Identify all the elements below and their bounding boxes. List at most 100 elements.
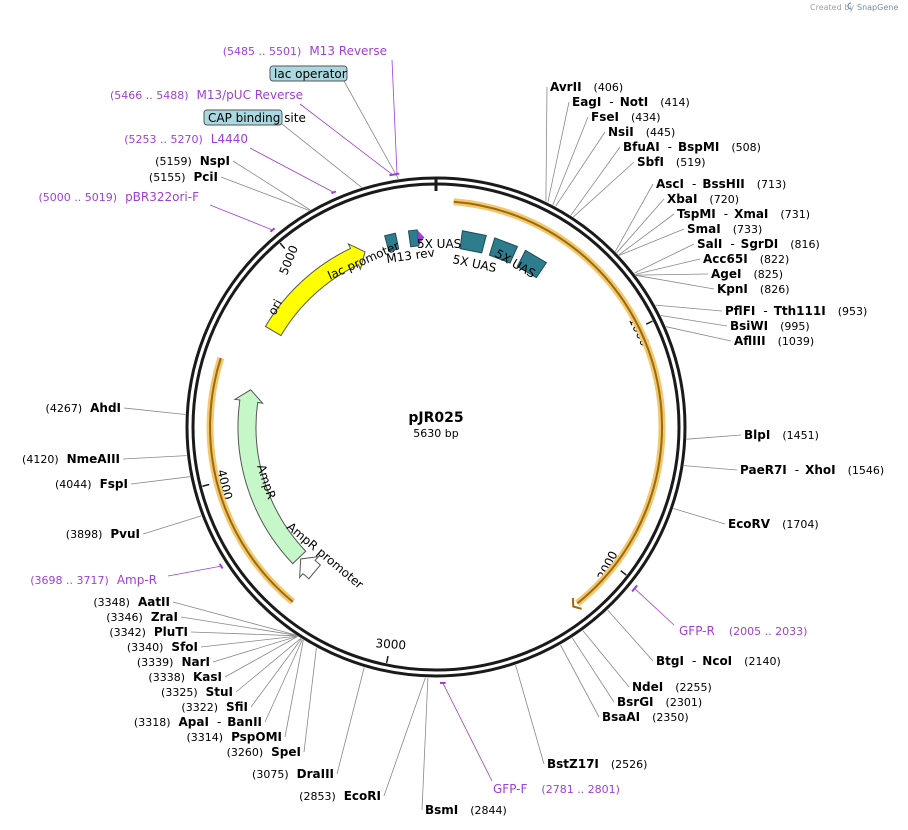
enzyme-name-ecorv: EcoRV bbox=[728, 517, 771, 531]
enzyme-label-fspi[interactable]: (4044)FspI bbox=[55, 477, 128, 491]
primer-name-gfp-f: GFP-F bbox=[493, 782, 528, 796]
enzyme-leader-nspi bbox=[232, 160, 311, 211]
enzyme-label-tspmi[interactable]: TspMI-XmaI(731) bbox=[677, 207, 810, 221]
primer-mark-gfp-r bbox=[631, 584, 638, 593]
primer-label-m13-puc-reverse: (5466 .. 5488)M13/pUC Reverse bbox=[110, 88, 303, 102]
enzyme-label-sfoi[interactable]: (3340)SfoI bbox=[127, 640, 198, 654]
enzyme-position-btgi: (2140) bbox=[744, 655, 781, 668]
enzyme-label-smai[interactable]: SmaI(733) bbox=[687, 222, 762, 236]
enzyme-label-nari[interactable]: (3339)NarI bbox=[137, 655, 210, 669]
enzyme-leader-pluti bbox=[190, 631, 297, 637]
enzyme-separator: - bbox=[217, 715, 221, 729]
enzyme-label-bfuai[interactable]: BfuAI-BspMI(508) bbox=[623, 140, 761, 154]
enzyme-name-blpi: BlpI bbox=[744, 428, 770, 442]
enzyme-label-acc65i[interactable]: Acc65I(822) bbox=[703, 252, 789, 266]
enzyme-leader-paer7i bbox=[683, 465, 738, 471]
enzyme-label-avrii[interactable]: AvrII(406) bbox=[550, 80, 623, 94]
primer-marks bbox=[218, 172, 638, 684]
enzyme-label-btgi[interactable]: BtgI-NcoI(2140) bbox=[656, 654, 781, 668]
tick-mark-1000 bbox=[645, 320, 653, 325]
enzyme-position-ecorv: (1704) bbox=[782, 518, 819, 531]
created-by-label: Created by bbox=[810, 3, 854, 12]
primer-name-amp-r: Amp-R bbox=[117, 573, 157, 587]
enzyme-label-nspi[interactable]: (5159)NspI bbox=[155, 154, 230, 168]
feature-arrows bbox=[206, 198, 666, 610]
enzyme-leader-ecori bbox=[383, 677, 426, 797]
enzyme-label-pspomi[interactable]: (3314)PspOMI bbox=[186, 730, 282, 744]
enzyme-position-pvui: (3898) bbox=[66, 528, 103, 541]
enzyme-label-sali[interactable]: SalI-SgrDI(816) bbox=[697, 237, 820, 251]
enzyme-name-eagi: EagI bbox=[572, 95, 601, 109]
lac-operator-box: lac operator bbox=[269, 65, 348, 82]
enzyme-separator: - bbox=[692, 177, 696, 191]
cap-binding-site-leader bbox=[281, 123, 362, 188]
enzyme-label-stui[interactable]: (3325)StuI bbox=[161, 685, 233, 699]
enzyme-label-nsii[interactable]: NsiI(445) bbox=[608, 125, 675, 139]
enzyme-label-ahdi[interactable]: (4267)AhdI bbox=[46, 401, 121, 415]
enzyme-label-sbfi[interactable]: SbfI(519) bbox=[637, 155, 706, 169]
uas-label-1: 5X UAS bbox=[417, 237, 461, 251]
primer-label-gfp-f: GFP-F(2781 .. 2801) bbox=[493, 782, 620, 796]
enzyme-label-asci[interactable]: AscI-BssHII(713) bbox=[656, 177, 786, 191]
enzyme-label-afliii[interactable]: AflIII(1039) bbox=[734, 334, 814, 348]
enzyme-name-pluti: PluTI bbox=[154, 625, 188, 639]
enzyme-name-pflfi: PflFI bbox=[725, 304, 755, 318]
enzyme-label-bsaai[interactable]: BsaAI(2350) bbox=[602, 710, 689, 724]
enzyme-label-ecori[interactable]: (2853)EcoRI bbox=[299, 789, 381, 803]
primer-label-amp-r: (3698 .. 3717)Amp-R bbox=[30, 573, 157, 587]
enzyme-label-apai[interactable]: (3318)ApaI-BanII bbox=[134, 715, 262, 729]
enzyme-leader-smai bbox=[619, 228, 685, 256]
primer-range-m13-reverse: (5485 .. 5501) bbox=[223, 45, 302, 58]
enzyme-label-bsiwi[interactable]: BsiWI(995) bbox=[730, 319, 810, 333]
enzyme-label-paer7i[interactable]: PaeR7I-XhoI(1546) bbox=[740, 463, 884, 477]
enzyme-label-sfii[interactable]: (3322) SfiI bbox=[181, 700, 248, 714]
enzyme-name-bsaai: BsaAI bbox=[602, 710, 640, 724]
enzyme-label-pcii[interactable]: (5155)PciI bbox=[149, 170, 218, 184]
lac-promoter-block bbox=[384, 232, 400, 252]
enzyme-label-kasi[interactable]: (3338)KasI bbox=[148, 670, 222, 684]
enzyme-name-asci: AscI bbox=[656, 177, 684, 191]
enzyme-name-sfii: SfiI bbox=[226, 700, 248, 714]
primer-name-l4440: L4440 bbox=[211, 132, 248, 146]
primer-leader-amp-r bbox=[167, 565, 222, 577]
ampr-arrow bbox=[233, 389, 307, 565]
enzyme-label-bsmi[interactable]: BsmI(2844) bbox=[425, 803, 507, 817]
enzyme-label-ecorv[interactable]: EcoRV (1704) bbox=[728, 517, 819, 531]
enzyme-label-xbai[interactable]: XbaI(720) bbox=[667, 192, 739, 206]
enzyme-position-draiii: (3075) bbox=[252, 768, 289, 781]
enzyme-label-zrai[interactable]: (3346)ZraI bbox=[106, 610, 178, 624]
enzyme-leader-nari bbox=[212, 635, 298, 663]
enzyme-label-bsrgi[interactable]: BsrGI(2301) bbox=[617, 695, 702, 709]
enzyme-label-pluti[interactable]: (3342)PluTI bbox=[109, 625, 188, 639]
enzyme-label-nmeaiii[interactable]: (4120)NmeAIII bbox=[22, 452, 120, 466]
enzyme-label-pvui[interactable]: (3898)PvuI bbox=[66, 527, 140, 541]
enzyme-partner-sgrdi: SgrDI bbox=[741, 237, 779, 251]
gfp-feature-core bbox=[453, 200, 663, 605]
primer-name-m13-reverse: M13 Reverse bbox=[309, 44, 387, 58]
enzyme-partner-bsshii: BssHII bbox=[702, 177, 744, 191]
enzyme-label-fsei[interactable]: FseI(434) bbox=[591, 110, 661, 124]
enzyme-label-aatii[interactable]: (3348)AatII bbox=[93, 595, 170, 609]
enzyme-label-draiii[interactable]: (3075)DraIII bbox=[252, 767, 334, 781]
enzyme-partner-xmai: XmaI bbox=[734, 207, 768, 221]
enzyme-name-avrii: AvrII bbox=[550, 80, 582, 94]
enzyme-label-spei[interactable]: (3260)SpeI bbox=[227, 745, 301, 759]
enzyme-label-blpi[interactable]: BlpI(1451) bbox=[744, 428, 819, 442]
primer-leader-gfp-f bbox=[442, 682, 493, 782]
enzyme-label-ndei[interactable]: NdeI(2255) bbox=[632, 680, 712, 694]
enzyme-label-agei[interactable]: AgeI(825) bbox=[711, 267, 783, 281]
enzyme-label-pflfi[interactable]: PflFI-Tth111I(953) bbox=[725, 304, 867, 318]
enzyme-name-zrai: ZraI bbox=[151, 610, 178, 624]
lac-operator-leader bbox=[343, 80, 399, 180]
enzyme-label-kpni[interactable]: KpnI(826) bbox=[717, 282, 790, 296]
enzyme-name-pspomi: PspOMI bbox=[231, 730, 282, 744]
primer-mark-pbr322ori-f bbox=[269, 227, 276, 233]
enzyme-separator: - bbox=[730, 237, 734, 251]
enzyme-position-sfii: (3322) bbox=[181, 701, 218, 714]
enzyme-label-eagi[interactable]: EagI-NotI(414) bbox=[572, 95, 690, 109]
tick-mark-5000 bbox=[279, 242, 286, 249]
enzyme-name-acc65i: Acc65I bbox=[703, 252, 748, 266]
enzyme-label-bstz17i[interactable]: BstZ17I(2526) bbox=[547, 757, 647, 771]
enzyme-name-nmeaiii: NmeAIII bbox=[67, 452, 120, 466]
enzyme-name-tspmi: TspMI bbox=[677, 207, 716, 221]
